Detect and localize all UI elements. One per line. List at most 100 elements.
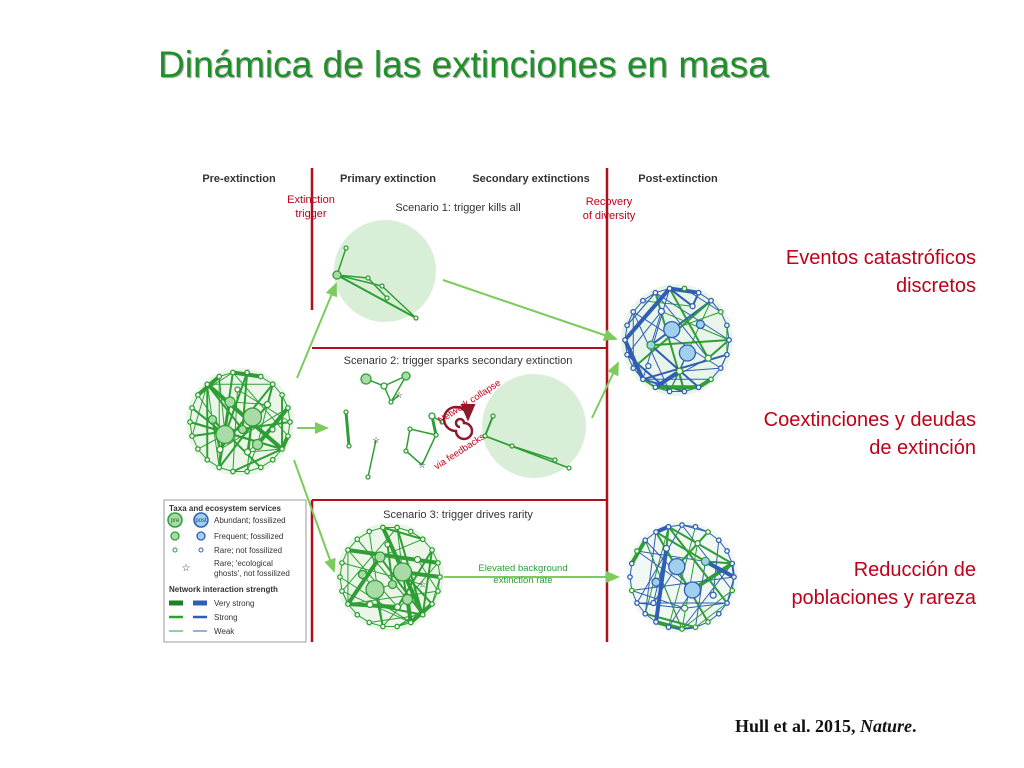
network-edge <box>347 549 398 608</box>
taxon-node <box>345 601 351 607</box>
taxon-node <box>679 626 685 632</box>
taxon-node <box>407 426 413 432</box>
taxon-node <box>435 588 441 594</box>
legend-post-badge: post <box>195 518 207 524</box>
taxon-node <box>646 340 656 350</box>
taxon-node <box>403 448 409 454</box>
annotation-coextinctions-line-1: Coextinciones y deudas <box>763 409 976 431</box>
taxon-node <box>640 376 646 383</box>
taxon-node <box>285 405 291 411</box>
arrow-scenario-1-to-post <box>442 279 618 341</box>
taxon-node <box>360 373 372 385</box>
network-edge <box>655 531 706 563</box>
taxon-node <box>345 547 351 553</box>
network-edge <box>681 590 733 630</box>
taxon-node <box>384 295 390 301</box>
taxon-node <box>652 289 659 296</box>
taxon-node <box>665 624 672 631</box>
taxon-node <box>705 529 711 535</box>
taxon-node <box>726 337 732 343</box>
network-edge <box>386 544 394 585</box>
network-edge <box>626 292 656 326</box>
network-edge <box>644 531 657 614</box>
taxon-node <box>393 603 402 611</box>
scenario-2-collapsed-network <box>482 413 572 471</box>
pre-extinction-network <box>186 368 294 476</box>
taxon-node <box>429 601 435 607</box>
ghost-star-icon: ☆ <box>418 460 426 470</box>
network-edge <box>197 372 234 396</box>
taxon-node <box>624 351 630 358</box>
taxon-node <box>339 588 345 594</box>
taxon-node <box>704 354 712 362</box>
network-edge <box>241 372 249 430</box>
taxon-node <box>490 413 496 419</box>
taxon-node <box>717 309 724 315</box>
taxon-node <box>642 537 649 544</box>
legend-frequent-green-icon <box>170 531 180 541</box>
network-edge <box>356 538 408 600</box>
network-edge <box>679 367 721 372</box>
taxon-node <box>429 547 435 553</box>
taxon-node <box>724 548 730 554</box>
taxon-node <box>428 412 436 420</box>
network-edge <box>367 439 377 478</box>
scenario-2-network: ☆☆☆ <box>343 371 445 480</box>
taxon-node <box>285 433 291 439</box>
scenario-1-network <box>332 245 419 321</box>
network-edge <box>707 339 730 359</box>
annotation-catastrophic-events: Eventos catastróficos discretos <box>676 244 976 300</box>
elevated-rate-label-2: extinction rate <box>493 575 552 586</box>
taxon-node <box>366 600 374 609</box>
network-edge <box>191 384 208 437</box>
network-edge <box>650 344 700 389</box>
taxon-node <box>401 371 411 381</box>
taxon-node <box>357 569 368 580</box>
legend-box <box>163 499 307 643</box>
taxon-node <box>657 307 666 316</box>
network-background <box>186 368 294 476</box>
network-edge <box>704 559 735 579</box>
taxon-node <box>337 574 343 580</box>
network-edge <box>381 285 417 319</box>
taxon-node <box>715 610 722 617</box>
legend-strength-title: Network interaction strength <box>169 585 278 594</box>
taxon-node <box>216 464 223 471</box>
taxon-node <box>419 536 426 543</box>
taxon-node <box>380 623 386 630</box>
taxon-node <box>215 424 235 445</box>
network-edge <box>341 562 423 585</box>
taxon-node <box>279 446 285 452</box>
legend: Taxa and ecosystem services pre post Abu… <box>163 499 307 643</box>
taxon-node <box>700 556 711 567</box>
taxon-node <box>244 369 250 376</box>
network-edge <box>684 602 728 609</box>
taxon-node <box>354 536 361 543</box>
network-edge <box>626 311 662 355</box>
network-edge <box>671 311 721 331</box>
taxon-node <box>679 522 685 528</box>
taxon-node <box>708 376 714 383</box>
taxon-node <box>482 433 488 439</box>
network-edge <box>644 540 683 630</box>
recovery-label-2: of diversity <box>583 210 636 222</box>
citation-journal: Nature <box>860 716 913 736</box>
scenario-3-network: ☆ <box>336 523 444 631</box>
citation: Hull et al. 2015, Nature. <box>735 716 917 737</box>
taxon-node <box>230 468 236 475</box>
taxon-node <box>366 528 373 535</box>
taxon-node <box>263 400 272 409</box>
taxon-node <box>365 474 371 480</box>
taxon-node <box>269 426 276 433</box>
taxon-node <box>695 289 702 296</box>
network-edge <box>409 428 437 436</box>
network-edge <box>367 277 388 299</box>
taxon-node <box>717 365 724 371</box>
taxon-node <box>681 388 688 395</box>
taxon-node <box>729 587 736 594</box>
network-edge <box>661 310 730 341</box>
taxon-node <box>413 315 419 321</box>
elevated-rate-label: Elevated background <box>478 563 567 574</box>
network-edge <box>421 434 437 466</box>
